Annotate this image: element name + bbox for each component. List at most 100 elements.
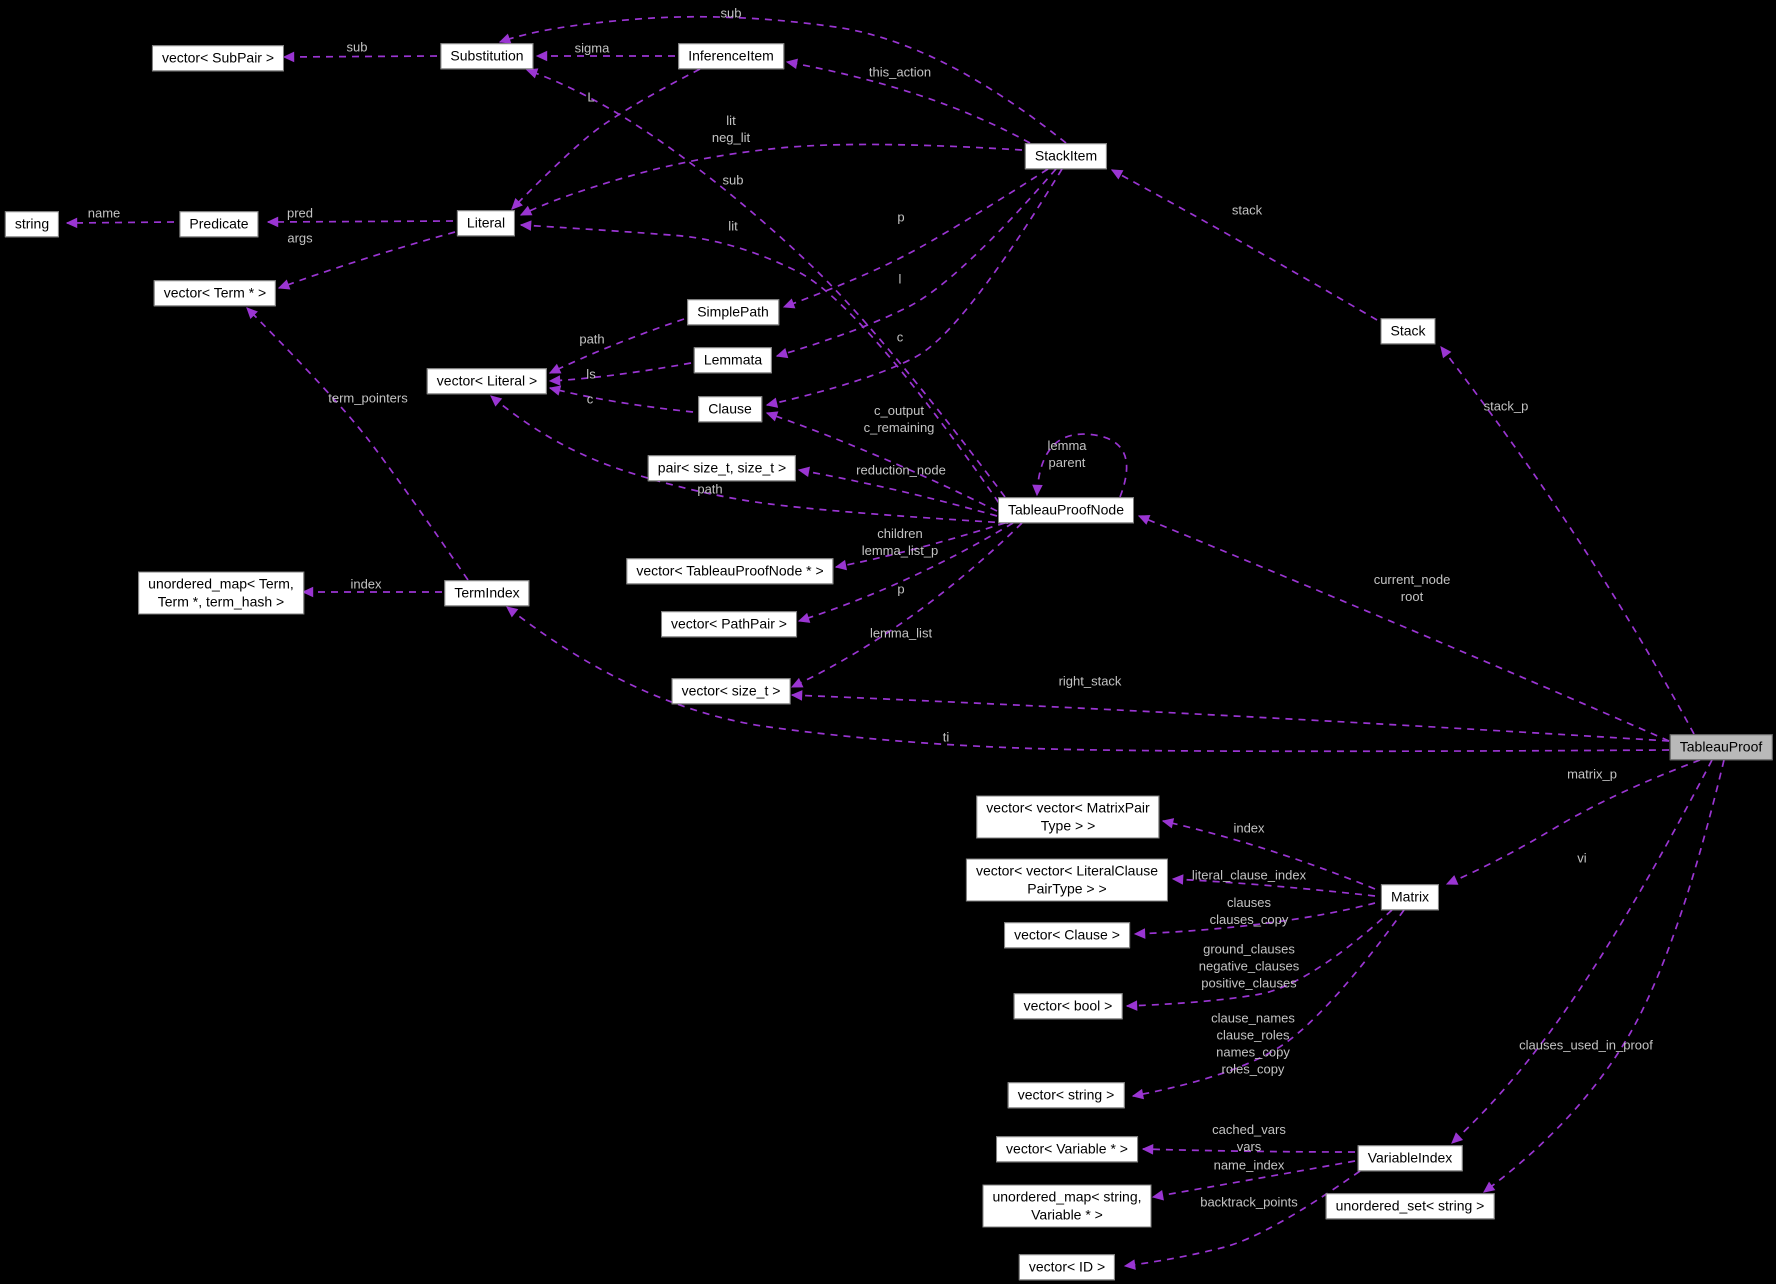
- class-node-vterm[interactable]: vector< Term * >: [153, 280, 277, 306]
- class-node-label: vector< bool >: [1023, 997, 1113, 1014]
- class-node-vclause[interactable]: vector< Clause >: [1004, 922, 1130, 948]
- edge-label-stackitem-lem: l: [899, 270, 902, 287]
- edge-label-line: term_pointers: [328, 390, 408, 406]
- class-node-vsubpair[interactable]: vector< SubPair >: [151, 45, 285, 71]
- edge-tpn-lit: [519, 220, 1000, 504]
- edge-label-stackitem-clause: c: [897, 328, 904, 345]
- class-node-stackitem[interactable]: StackItem: [1024, 143, 1108, 169]
- edge-label-tp-uset: clauses_used_in_proof: [1519, 1036, 1653, 1053]
- edge-label-line: this_action: [868, 64, 932, 80]
- class-node-label: vector< string >: [1017, 1086, 1115, 1103]
- edge-tp-matrix: [1445, 759, 1701, 885]
- edge-label-line: sub: [346, 39, 368, 55]
- edge-label-lit-pred: pred: [287, 204, 313, 221]
- edge-label-line: name_index: [1213, 1157, 1285, 1173]
- class-node-umt[interactable]: unordered_map< Term,Term *, term_hash >: [138, 571, 304, 615]
- class-node-subst[interactable]: Substitution: [440, 43, 534, 69]
- edge-label-line: clauses: [1226, 894, 1272, 910]
- edge-label-line: cached_vars: [1212, 1121, 1286, 1137]
- edge-label-line: clauses_copy: [1209, 912, 1289, 927]
- class-node-tpn[interactable]: TableauProofNode: [998, 497, 1134, 523]
- edge-matrix-vstr: [1131, 909, 1405, 1100]
- edge-label-line: lemma_list_p: [861, 543, 939, 558]
- edge-label-tp-matrix: matrix_p: [1567, 765, 1617, 782]
- edge-tpn-vst: [790, 522, 1023, 688]
- edge-vi-vid: [1123, 1170, 1361, 1270]
- edge-label-line: ti: [942, 729, 950, 745]
- edge-lit-pred: [266, 216, 454, 228]
- class-node-vid[interactable]: vector< ID >: [1018, 1254, 1116, 1280]
- edge-matrix-vvlc: [1171, 874, 1376, 897]
- class-node-string[interactable]: string: [4, 211, 60, 237]
- edge-label-line: children: [877, 525, 923, 541]
- class-node-label: Variable * >: [1031, 1206, 1103, 1222]
- edge-label-line: lit: [728, 218, 738, 234]
- edge-tpn-tpn: [1032, 433, 1128, 498]
- class-node-ti[interactable]: TermIndex: [444, 580, 530, 606]
- class-node-label: Term *, term_hash >: [157, 593, 285, 609]
- class-node-clause[interactable]: Clause: [698, 396, 762, 422]
- edge-label-stackitem-subst: sub: [721, 4, 742, 21]
- class-node-label: vector< vector< MatrixPair: [986, 799, 1150, 816]
- class-node-stack[interactable]: Stack: [1380, 318, 1436, 344]
- edge-label-sp-vlit: path: [579, 330, 604, 347]
- class-node-label: StackItem: [1034, 147, 1098, 164]
- class-node-label: vector< TableauProofNode * >: [636, 562, 824, 579]
- edge-label-tp-ti: ti: [943, 728, 950, 745]
- edge-stackitem-clause: [765, 168, 1063, 408]
- class-node-lem[interactable]: Lemmata: [693, 347, 773, 373]
- edge-label-tp-vi: vi: [1577, 849, 1586, 866]
- class-node-vvar[interactable]: vector< Variable * >: [996, 1136, 1138, 1162]
- class-node-vstr[interactable]: vector< string >: [1007, 1082, 1125, 1108]
- edge-label-line: roles_copy: [1221, 1062, 1285, 1078]
- class-node-label: string: [14, 215, 50, 232]
- class-node-label: Stack: [1390, 322, 1426, 339]
- class-node-label: TableauProof: [1679, 738, 1763, 755]
- class-node-vbool[interactable]: vector< bool >: [1013, 993, 1123, 1019]
- class-node-label: Type > >: [1040, 817, 1096, 833]
- class-node-lit[interactable]: Literal: [456, 210, 516, 236]
- class-node-vtpn[interactable]: vector< TableauProofNode * >: [626, 558, 834, 584]
- edge-label-tpn-vst: lemma_list: [870, 624, 932, 641]
- class-node-vi[interactable]: VariableIndex: [1357, 1145, 1463, 1171]
- class-node-vlit[interactable]: vector< Literal >: [426, 368, 548, 394]
- edge-label-matrix-vvlc: literal_clause_index: [1192, 866, 1306, 883]
- class-node-label: SimplePath: [697, 303, 769, 320]
- class-node-pred[interactable]: Predicate: [179, 211, 259, 237]
- edge-stackitem-lit: [519, 143, 1023, 216]
- edge-tp-ti: [506, 606, 1670, 753]
- class-node-label: Matrix: [1390, 888, 1430, 905]
- edge-label-line: positive_clauses: [1201, 975, 1297, 991]
- class-node-label: vector< vector< LiteralClause: [975, 862, 1159, 879]
- edge-label-line: index: [350, 576, 382, 592]
- class-node-sp[interactable]: SimplePath: [687, 299, 779, 325]
- class-node-ums[interactable]: unordered_map< string,Variable * >: [982, 1184, 1152, 1228]
- edge-tpn-subst: [525, 68, 1006, 498]
- edge-tpn-vtpn: [834, 522, 1006, 571]
- edge-label-lem-vlit: ls: [586, 365, 595, 382]
- class-node-matrix[interactable]: Matrix: [1380, 884, 1440, 910]
- edge-label-line: c: [896, 329, 904, 345]
- edge-stack-stackitem: [1110, 169, 1378, 321]
- edge-label-vi-vid: backtrack_points: [1200, 1193, 1298, 1210]
- class-node-vst[interactable]: vector< size_t >: [671, 678, 791, 704]
- class-node-label: vector< Clause >: [1014, 926, 1120, 943]
- edge-tp-vi: [1451, 759, 1713, 1144]
- class-node-inf[interactable]: InferenceItem: [678, 43, 784, 69]
- class-node-tp[interactable]: TableauProof: [1669, 734, 1773, 760]
- edge-label-vi-ums: name_index: [1214, 1156, 1285, 1173]
- edge-label-line: L: [587, 89, 595, 105]
- class-node-vpp[interactable]: vector< PathPair >: [661, 611, 797, 637]
- edge-label-line: sub: [720, 5, 742, 21]
- class-node-label: pair< size_t, size_t >: [657, 459, 787, 476]
- edge-label-line: c_remaining: [863, 420, 935, 435]
- edge-label-line: sigma: [574, 40, 610, 56]
- edge-label-line: ls: [586, 366, 596, 382]
- class-node-pair[interactable]: pair< size_t, size_t >: [647, 455, 797, 481]
- edge-label-line: lemma_list: [869, 625, 933, 641]
- class-node-uset[interactable]: unordered_set< string >: [1325, 1193, 1495, 1219]
- edge-label-line: matrix_p: [1567, 766, 1617, 782]
